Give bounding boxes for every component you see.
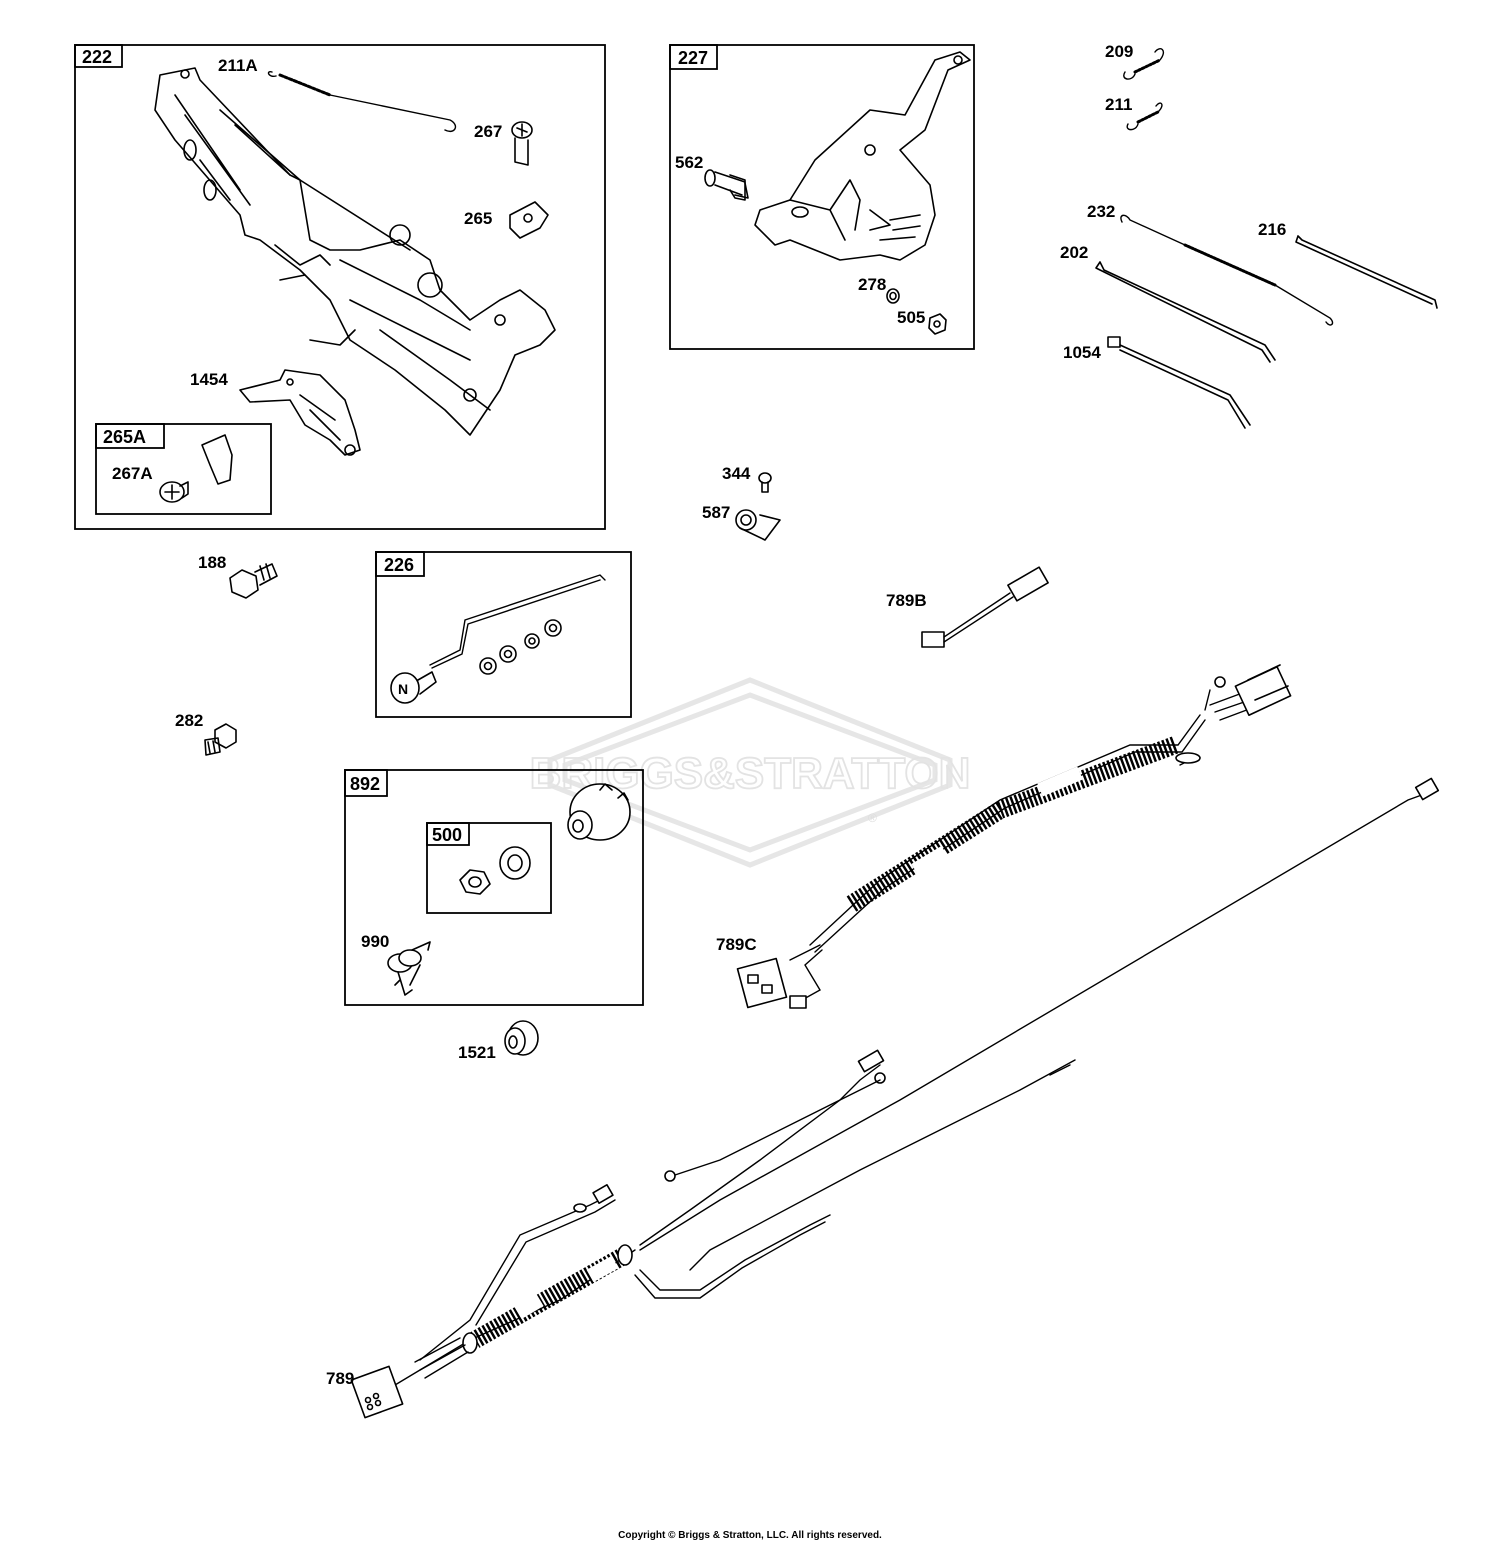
box-226-tab	[375, 551, 425, 577]
group-892: 892 500 990	[344, 769, 644, 1006]
label-265A: 265A	[103, 427, 146, 447]
screw-267	[511, 121, 533, 166]
switch-1454	[239, 369, 361, 456]
callout-505: 505	[897, 308, 925, 327]
watermark: BRIGGS&STRATTON ®	[529, 677, 971, 868]
pin-562	[704, 169, 749, 201]
box-892	[344, 769, 644, 1006]
link-216	[1295, 235, 1438, 309]
group-226: 226 N	[375, 551, 632, 718]
label-226: 226	[384, 555, 414, 575]
callout-211A: 211A	[218, 56, 258, 75]
clip-265A	[201, 434, 233, 485]
box-226	[375, 551, 632, 718]
harness-789C	[736, 664, 1292, 1009]
callout-278: 278	[858, 275, 886, 294]
cable-tie-1054	[1107, 336, 1251, 429]
callout-990: 990	[361, 932, 389, 951]
control-bracket	[154, 67, 556, 436]
callout-267A: 267A	[112, 464, 153, 483]
box-227-tab	[669, 44, 718, 70]
callout-344: 344	[722, 464, 751, 483]
callout-1521: 1521	[458, 1043, 496, 1062]
callout-202: 202	[1060, 243, 1088, 262]
callout-789C: 789C	[716, 935, 757, 954]
governor-spring-232	[1120, 214, 1334, 326]
link-202	[1095, 261, 1276, 363]
callout-265: 265	[464, 209, 492, 228]
callout-209: 209	[1105, 42, 1133, 61]
callout-587: 587	[702, 503, 730, 522]
spring-209	[1123, 48, 1164, 80]
box-227	[669, 44, 975, 350]
box-892-tab	[344, 769, 388, 797]
spring-211A	[267, 70, 457, 132]
callout-789: 789	[326, 1369, 354, 1388]
grommet-1521	[504, 1020, 539, 1056]
choke-control-cable: N	[390, 574, 606, 704]
group-222: 222 211A 26	[74, 44, 606, 530]
nut-505	[928, 313, 947, 335]
box-500	[426, 822, 552, 914]
callout-1454: 1454	[190, 370, 228, 389]
washer-278	[886, 288, 900, 304]
screw-344	[758, 472, 772, 493]
registered-mark: ®	[868, 811, 877, 825]
bolt-282	[204, 723, 237, 756]
label-892: 892	[350, 774, 380, 794]
group-227: 227 562 278 505	[669, 44, 975, 350]
spring-211	[1126, 102, 1163, 131]
clamp-587	[735, 509, 781, 541]
label-500: 500	[432, 825, 462, 845]
box-222-tab	[74, 44, 123, 68]
box-500-tab	[426, 822, 470, 846]
box-222	[74, 44, 606, 530]
copyright-notice: Copyright © Briggs & Stratton, LLC. All …	[618, 1530, 882, 1541]
callout-216: 216	[1258, 220, 1286, 239]
label-227: 227	[678, 48, 708, 68]
callout-232: 232	[1087, 202, 1115, 221]
svg-text:N: N	[398, 681, 408, 697]
ignition-switch	[567, 783, 631, 841]
callout-267: 267	[474, 122, 502, 141]
callout-188: 188	[198, 553, 226, 572]
box-265A	[95, 423, 272, 515]
callout-211: 211	[1105, 95, 1132, 114]
harness-789B	[921, 566, 1049, 648]
screw-267A	[159, 481, 189, 503]
control-lever-plate	[754, 51, 971, 261]
bolt-188	[229, 563, 278, 599]
box-265A-tab	[95, 423, 165, 449]
callout-562: 562	[675, 153, 703, 172]
harness-789	[350, 777, 1440, 1419]
choke-washers	[479, 619, 562, 675]
label-222: 222	[82, 47, 112, 67]
callout-282: 282	[175, 711, 203, 730]
clip-265	[509, 201, 549, 239]
keys-990	[387, 941, 431, 996]
nut-and-lockwasher	[459, 846, 531, 895]
callout-1054: 1054	[1063, 343, 1101, 362]
callout-789B: 789B	[886, 591, 927, 610]
